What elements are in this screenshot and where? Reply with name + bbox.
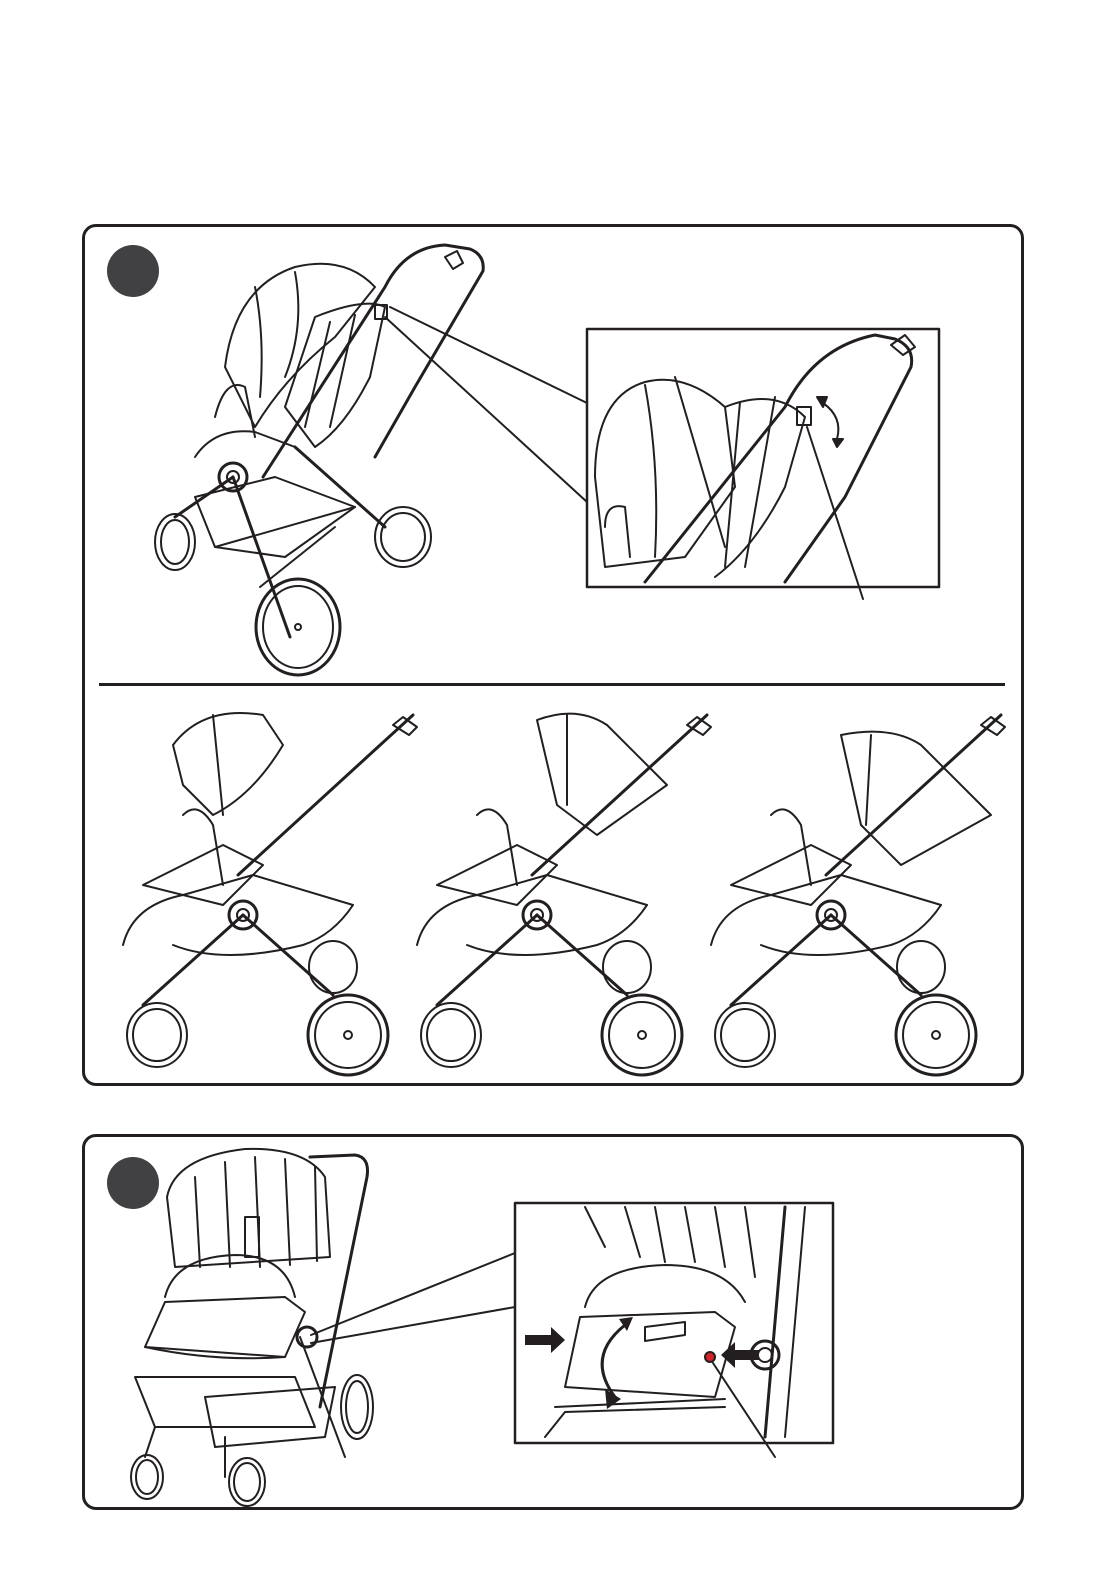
recline-position-flat: [711, 715, 1005, 1075]
step-2-panel: [82, 1134, 1024, 1510]
zoom-line: [385, 317, 587, 502]
recline-position-upright: [123, 713, 417, 1075]
bumper-bar-release-detail: [515, 1203, 833, 1457]
stroller-front-view: [131, 1149, 373, 1506]
push-arrow-icon: [525, 1327, 565, 1353]
section-divider: [99, 683, 1005, 686]
step-1-panel: [82, 224, 1024, 1086]
callout-line: [807, 427, 863, 599]
step-2-illustrations: [85, 1137, 1027, 1513]
zoom-line: [311, 1307, 515, 1343]
release-button: [705, 1352, 715, 1362]
curved-double-arrow-icon: [817, 397, 843, 447]
zoom-line: [390, 307, 587, 403]
rotate-arrow-icon: [602, 1317, 633, 1409]
step-1-illustrations: [85, 227, 1027, 1089]
handle-adjust-detail: [587, 329, 939, 599]
stroller-side-view: [155, 245, 483, 675]
recline-position-middle: [417, 714, 711, 1075]
